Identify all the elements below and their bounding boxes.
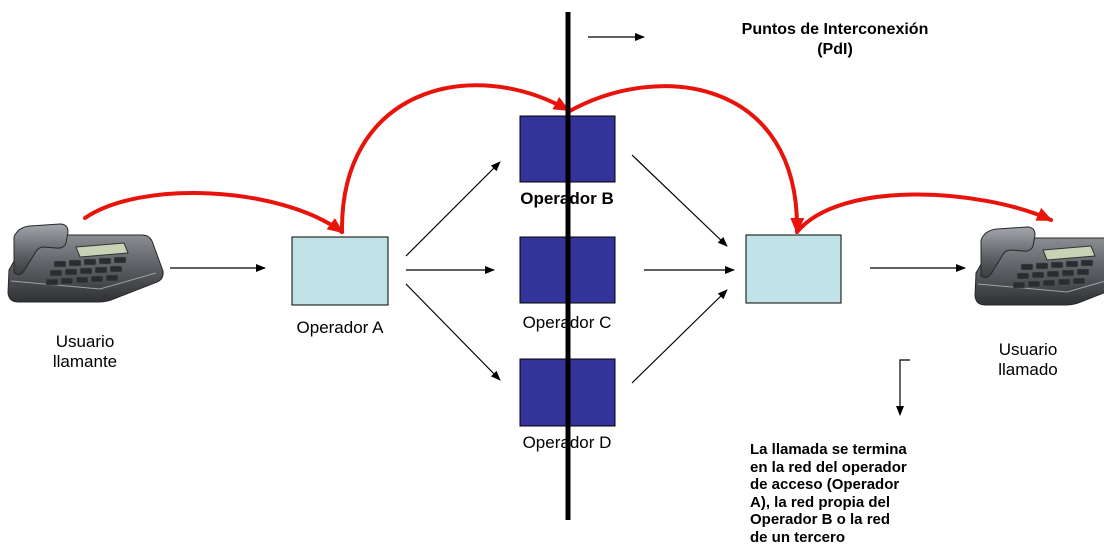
callee-label: Usuario llamado xyxy=(968,340,1088,380)
callee-label-line2: llamado xyxy=(998,360,1058,379)
caller-label-line2: llamante xyxy=(52,352,118,371)
note-line: de acceso (Operador xyxy=(750,476,900,494)
arrow-b-to-terminating xyxy=(631,154,728,247)
note-line: de un tercero xyxy=(750,528,846,546)
arrow-a-to-b xyxy=(405,161,501,257)
terminating-operator-box xyxy=(745,234,842,304)
arrow-d-to-terminating xyxy=(631,289,728,384)
interconnection-points-label: Puntos de Interconexión (PdI) xyxy=(650,20,1020,60)
interconnection-label-line2: (PdI) xyxy=(817,41,853,58)
caller-label-line1: Usuario xyxy=(55,332,115,351)
operator-c-label: Operador C xyxy=(522,313,612,332)
operator-b-label: Operador B xyxy=(520,189,614,208)
caller-label: Usuario llamante xyxy=(30,332,140,372)
note-pointer-arrow xyxy=(896,359,910,416)
callee-telephone-icon xyxy=(974,226,1104,306)
call-path-terminating-to-callee xyxy=(795,192,1053,234)
caller-telephone-icon xyxy=(7,223,164,303)
arrow-a-to-d xyxy=(405,283,501,381)
call-path-a-to-b xyxy=(339,83,570,234)
note-line: La llamada se termina xyxy=(750,441,907,458)
operator-a-box xyxy=(291,236,389,306)
callee-label-line1: Usuario xyxy=(998,340,1058,359)
operator-a-label: Operador A xyxy=(296,318,384,337)
termination-note: La llamada se termina en la red del oper… xyxy=(750,441,1040,547)
interconnection-label-line1: Puntos de Interconexión xyxy=(741,21,929,38)
call-path-b-to-terminating xyxy=(566,84,805,234)
note-line: en la red del operador xyxy=(750,458,907,476)
note-line: A), la red propia del xyxy=(750,493,891,511)
operator-d-label: Operador D xyxy=(522,433,612,452)
call-path-caller-to-a xyxy=(83,191,344,234)
note-line: Operador B o la red xyxy=(750,511,891,529)
